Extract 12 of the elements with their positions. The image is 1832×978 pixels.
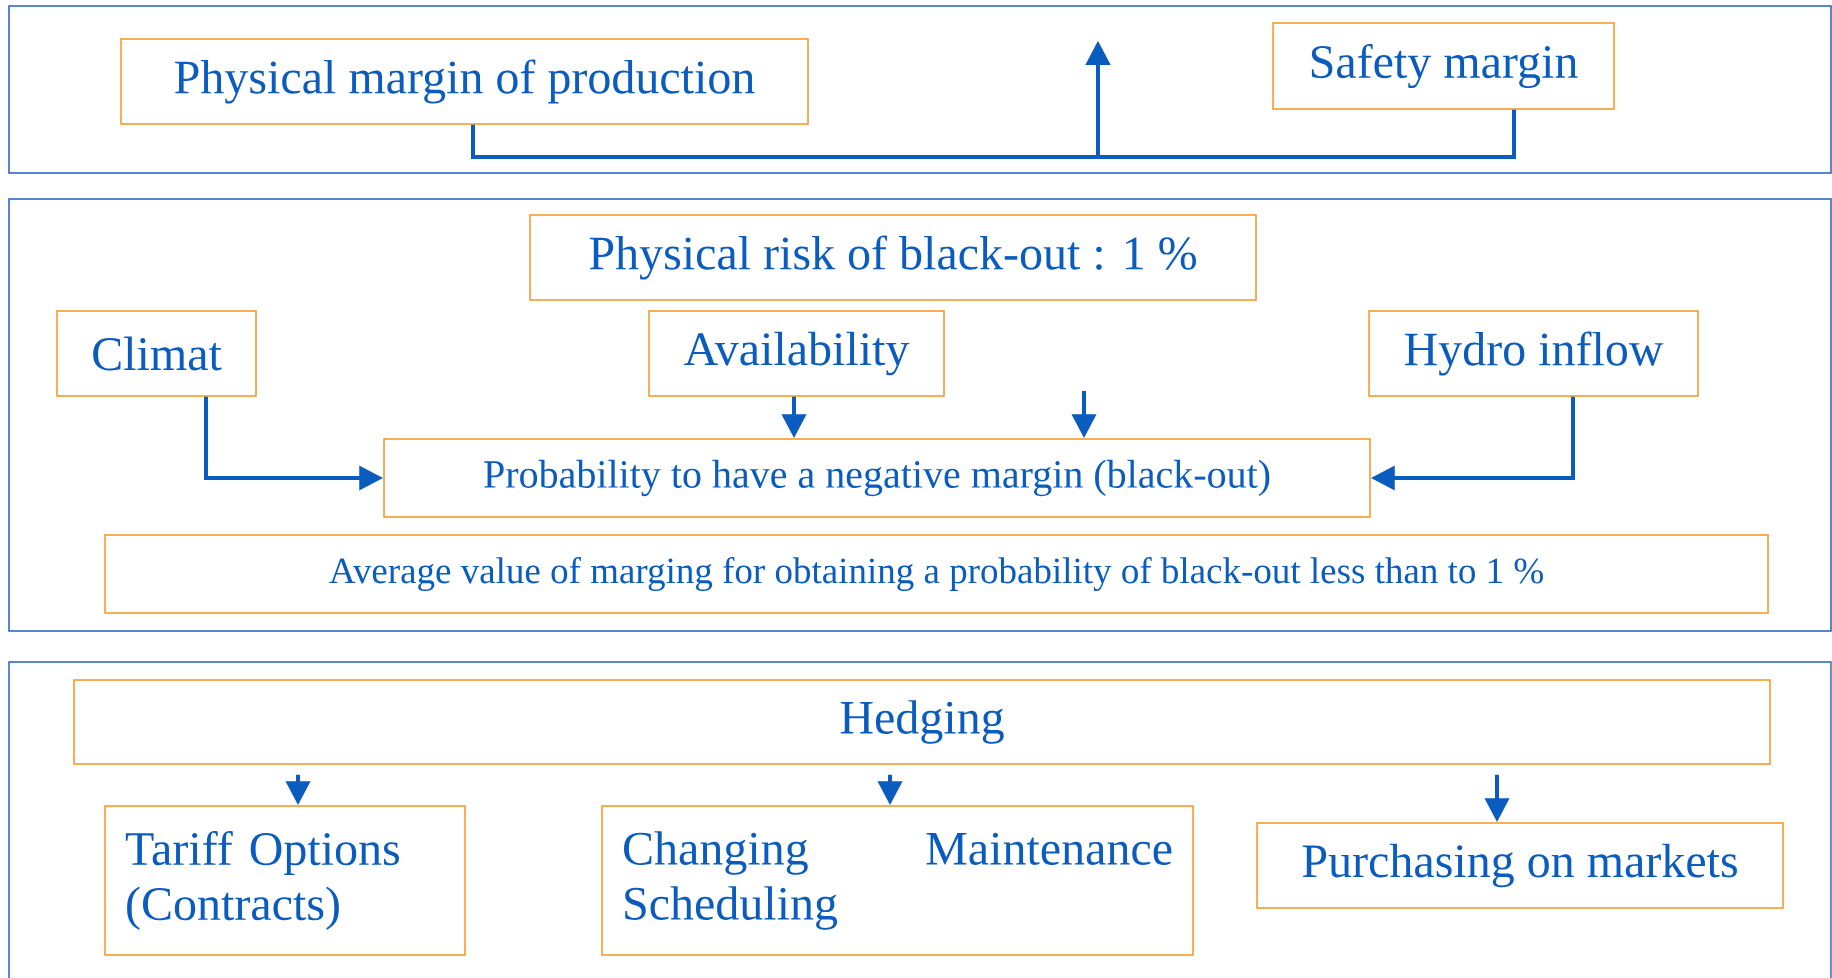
text-box: Physical margin of production	[120, 38, 809, 125]
text-box: Safety margin	[1272, 22, 1615, 110]
text-box: Hydro inflow	[1368, 310, 1699, 397]
text-box: Availability	[648, 310, 945, 397]
text-box: Average value of marging for obtaining a probability of black-out less than to 1 %	[104, 534, 1769, 614]
text-box: Physical risk of black-out : 1 %	[529, 214, 1257, 301]
text-box: Climat	[56, 310, 257, 397]
text-box: Hedging	[73, 679, 1771, 765]
text-box: Purchasing on markets	[1256, 822, 1784, 909]
text-box: Tariff Options (Contracts)	[104, 805, 466, 956]
text-box: Changing Maintenance Scheduling	[601, 805, 1194, 956]
text-box: Probability to have a negative margin (black-out)	[383, 438, 1371, 518]
